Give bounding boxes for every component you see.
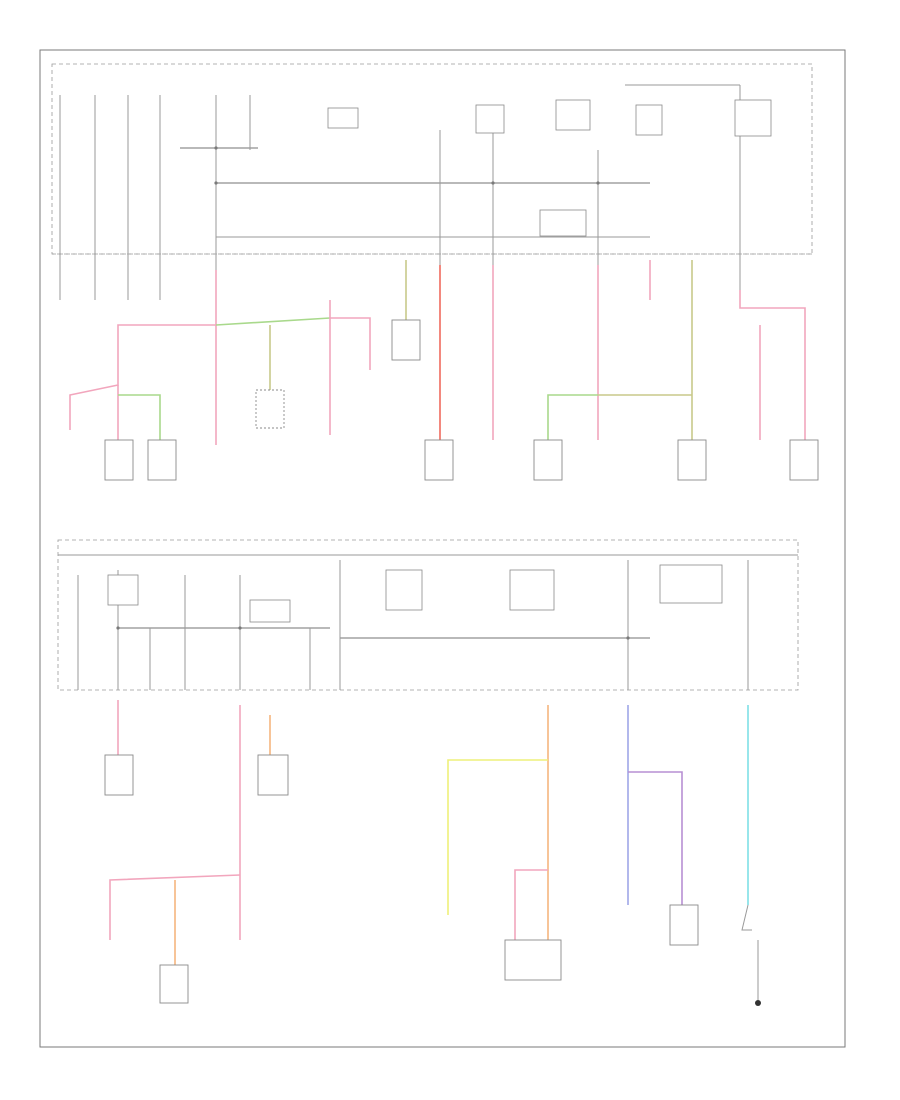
component-u2 — [104, 439, 134, 481]
component-l5 — [669, 904, 699, 946]
upper-circuits — [69, 260, 806, 445]
relay-top-1 — [327, 107, 359, 129]
component-u8 — [677, 439, 707, 481]
component-u3 — [147, 439, 177, 481]
relay-top-5 — [734, 99, 772, 137]
relay-top-4 — [635, 104, 663, 136]
diagram-frame — [39, 49, 846, 1048]
upper-fuse-box — [51, 63, 813, 300]
lower-components — [104, 754, 761, 1006]
relay-bot-1 — [107, 574, 139, 606]
component-u4 — [255, 389, 285, 429]
component-u5 — [391, 319, 421, 361]
relay-top-2 — [475, 104, 505, 134]
relay-bot-5 — [659, 564, 723, 604]
component-u9 — [789, 439, 819, 481]
component-l2 — [257, 754, 289, 796]
ground-symbol — [755, 1000, 761, 1006]
relay-top-6 — [539, 209, 587, 237]
relay-bot-4 — [509, 569, 555, 611]
lower-fuse-box — [57, 539, 799, 691]
lower-circuits — [109, 700, 759, 1000]
component-l3 — [159, 964, 189, 1004]
component-u7 — [533, 439, 563, 481]
upper-components — [104, 319, 819, 481]
relay-bot-2 — [249, 599, 291, 623]
component-l1 — [104, 754, 134, 796]
component-u6 — [424, 439, 454, 481]
relay-bot-3 — [385, 569, 423, 611]
relay-top-3 — [555, 99, 591, 131]
component-l4 — [504, 939, 562, 981]
